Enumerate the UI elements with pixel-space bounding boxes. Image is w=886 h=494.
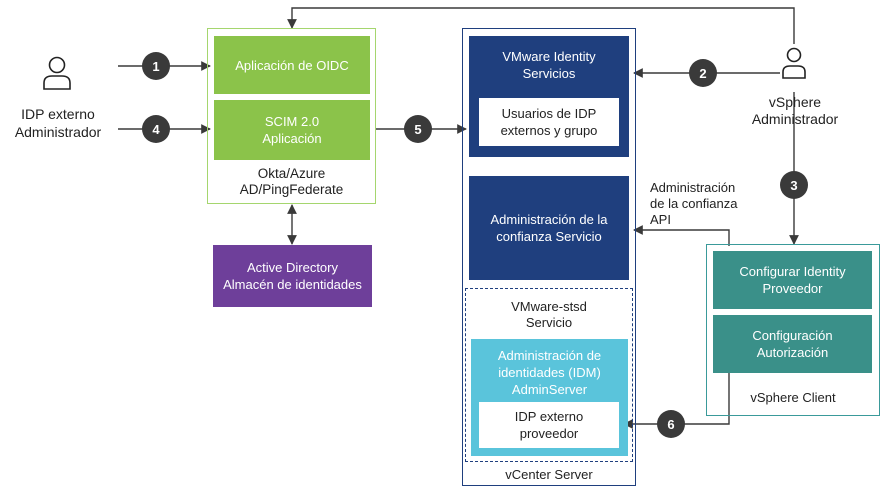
stsd-service-label: VMware-stsd Servicio xyxy=(511,299,587,330)
vcenter-server-group xyxy=(462,28,636,486)
vsphere-client-group xyxy=(706,244,880,416)
oidc-app-box: Aplicación de OIDC xyxy=(214,36,370,94)
vsphere-admin-icon xyxy=(781,46,807,80)
config-auth-box: Configuración Autorización xyxy=(713,315,872,373)
idp-provider-box: IDP externo proveedor xyxy=(479,402,619,448)
step-badge-5: 5 xyxy=(404,115,432,143)
step-badge-6: 6 xyxy=(657,410,685,438)
step-badge-2: 2 xyxy=(689,59,717,87)
vsphere-admin-label: vSphere Administrador xyxy=(751,94,839,127)
step-badge-4: 4 xyxy=(142,115,170,143)
top-connector-arrow xyxy=(287,7,795,44)
external-admin-icon xyxy=(42,55,72,91)
active-directory-box: Active Directory Almacén de identidades xyxy=(213,245,372,307)
users-box: Usuarios de IDP externos y grupo xyxy=(479,98,619,146)
okta-group xyxy=(207,28,376,204)
vcenter-server-label: vCenter Server xyxy=(505,467,593,482)
step-badge-3: 3 xyxy=(780,171,808,199)
config-identity-box: Configurar Identity Proveedor xyxy=(713,251,872,309)
stsd-service-group xyxy=(465,288,633,462)
external-admin-label: IDP externo Administrador xyxy=(14,106,102,140)
okta-group-label: Okta/Azure AD/PingFederate xyxy=(239,166,344,197)
vsphere-client-label: vSphere Client xyxy=(750,390,836,405)
identity-services-label: VMware Identity Servicios xyxy=(502,49,596,81)
idm-label: Administración de identidades (IDM) Admi… xyxy=(497,348,602,397)
step-badge-1: 1 xyxy=(142,52,170,80)
trust-api-arrow xyxy=(633,225,730,246)
trust-service-box: Administración de la confianza Servicio xyxy=(469,176,629,280)
scim-app-box: SCIM 2.0 Aplicación xyxy=(214,100,370,160)
trust-api-label: Administración de la confianza API xyxy=(650,180,738,227)
